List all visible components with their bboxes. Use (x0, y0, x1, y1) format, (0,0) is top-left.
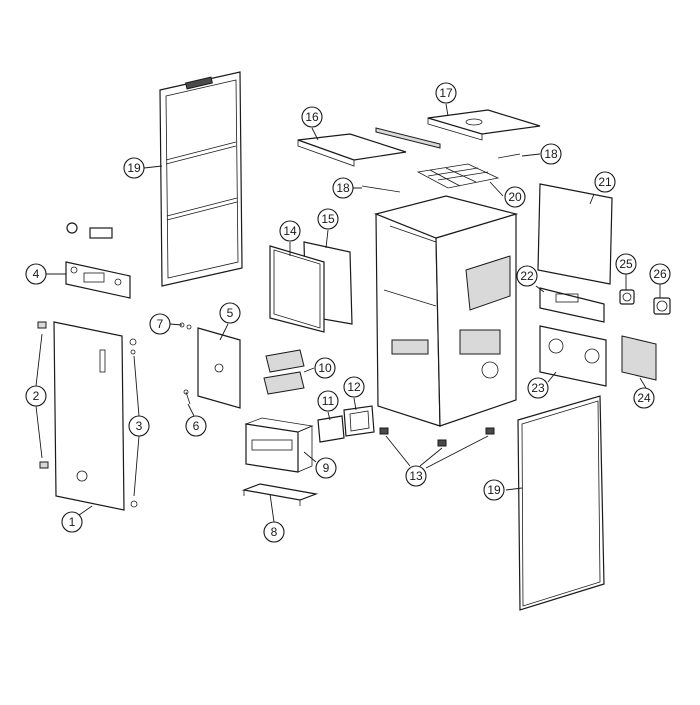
callout-19-left: 19 (123, 157, 145, 179)
part-26-flange (653, 297, 671, 315)
callout-label: 5 (227, 306, 234, 320)
callout-label: 7 (157, 317, 164, 331)
callout-label: 8 (271, 525, 278, 539)
callout-5: 5 (219, 302, 241, 324)
part-17-top-cover (427, 109, 541, 141)
callout-2: 2 (25, 385, 47, 407)
callout-26: 26 (649, 263, 671, 285)
callout-11: 11 (317, 390, 339, 412)
part-21-back-panel (537, 183, 613, 285)
callout-20: 20 (504, 186, 526, 208)
part-24-fan-housing (621, 335, 657, 381)
part-1-front-door (53, 321, 125, 511)
callout-label: 4 (33, 267, 40, 281)
callout-6: 6 (185, 415, 207, 437)
callout-label: 10 (318, 361, 332, 375)
callout-8: 8 (263, 521, 285, 543)
callout-label: 1 (69, 515, 76, 529)
part-14-inner-panel (269, 245, 325, 333)
callout-label: 11 (322, 394, 335, 408)
part-8-tray (241, 483, 319, 506)
callout-23: 23 (527, 377, 549, 399)
callout-24: 24 (633, 387, 655, 409)
callout-label: 18 (336, 181, 350, 195)
part-5-fire-door (197, 327, 241, 409)
part-4-control-panel (65, 222, 131, 299)
part-9-ash-drawer (244, 417, 314, 473)
callout-14: 14 (279, 220, 301, 242)
callout-17: 17 (435, 82, 457, 104)
part-3-fasteners (129, 338, 138, 508)
callout-label: 23 (531, 381, 545, 395)
callout-label: 20 (508, 190, 522, 204)
callout-label: 12 (347, 380, 361, 394)
callout-label: 24 (637, 391, 651, 405)
part-11-plate (317, 415, 345, 443)
callout-15: 15 (317, 208, 339, 230)
callout-18-right: 18 (540, 143, 562, 165)
part-18-rails (361, 127, 521, 193)
part-23-rear-plate (539, 325, 607, 387)
callout-label: 16 (305, 110, 319, 124)
callout-22: 22 (516, 265, 538, 287)
callout-label: 18 (544, 147, 558, 161)
callout-label: 26 (653, 267, 667, 281)
callout-21: 21 (594, 171, 616, 193)
callout-label: 9 (323, 461, 330, 475)
callout-label: 22 (520, 269, 534, 283)
callout-10: 10 (314, 357, 336, 379)
part-13-feet (379, 427, 495, 447)
part-25-flange (619, 289, 635, 305)
callout-12: 12 (343, 376, 365, 398)
part-12-gasket (343, 405, 375, 437)
part-10-burner-pot (263, 349, 305, 395)
callout-4: 4 (25, 263, 47, 285)
part-22-grille-plate (539, 287, 605, 323)
callout-label: 15 (321, 212, 335, 226)
part-20-grate (416, 163, 500, 189)
part-16-top-cover (297, 133, 407, 167)
callout-label: 17 (439, 86, 453, 100)
callout-label: 25 (619, 257, 633, 271)
callout-label: 21 (598, 175, 612, 189)
callout-label: 19 (127, 161, 141, 175)
callout-16: 16 (301, 106, 323, 128)
callout-label: 2 (33, 389, 40, 403)
callout-13: 13 (405, 465, 427, 487)
callout-19-right: 19 (483, 479, 505, 501)
callout-label: 14 (283, 224, 297, 238)
callout-18-center: 18 (332, 177, 354, 199)
part-7-screws (179, 322, 192, 330)
part-6-screw (183, 389, 191, 405)
part-2-hinges (37, 321, 49, 469)
callout-label: 13 (409, 469, 423, 483)
callout-25: 25 (615, 253, 637, 275)
callout-3: 3 (128, 415, 150, 437)
callout-label: 19 (487, 483, 501, 497)
part-19-left-side-panel (159, 71, 243, 287)
part-19-right-side-panel (517, 395, 605, 611)
callout-1: 1 (61, 511, 83, 533)
callout-9: 9 (315, 457, 337, 479)
main-body-frame (374, 195, 519, 427)
callout-label: 6 (193, 419, 200, 433)
callout-label: 3 (136, 419, 143, 433)
callout-7: 7 (149, 313, 171, 335)
